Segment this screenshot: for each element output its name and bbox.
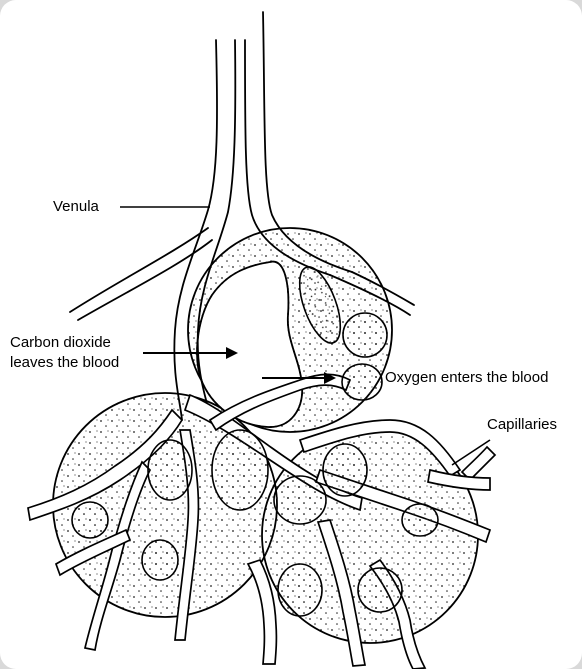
capillaries-label: Capillaries <box>487 416 557 434</box>
oxygen-label: Oxygen enters the blood <box>385 369 548 387</box>
venula-label: Venula <box>53 198 99 216</box>
co2-label-line1: Carbon dioxide <box>10 334 111 352</box>
co2-label-line2: leaves the blood <box>10 354 119 372</box>
